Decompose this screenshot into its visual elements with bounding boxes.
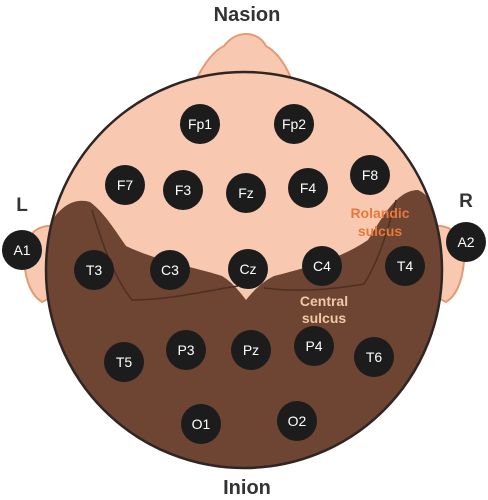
electrode-f8: F8	[350, 155, 390, 195]
svg-text:F4: F4	[300, 180, 317, 196]
electrode-fp1: Fp1	[180, 104, 220, 144]
electrode-c4: C4	[302, 246, 342, 286]
rolandic-sulcus-label-line2: sulcus	[358, 223, 403, 239]
inion-label: Inion	[223, 477, 271, 499]
svg-text:Fz: Fz	[238, 185, 254, 201]
svg-text:Pz: Pz	[243, 342, 259, 358]
svg-text:F7: F7	[117, 177, 134, 193]
svg-text:P4: P4	[305, 338, 322, 354]
svg-text:F8: F8	[362, 167, 379, 183]
electrode-f7: F7	[105, 165, 145, 205]
electrode-fz: Fz	[226, 173, 266, 213]
svg-text:Fp1: Fp1	[188, 116, 212, 132]
electrode-c3: C3	[150, 250, 190, 290]
central-sulcus-label-line2: sulcus	[302, 310, 347, 326]
head-outline	[44, 70, 444, 470]
right-label: R	[459, 191, 473, 212]
svg-text:P3: P3	[177, 342, 194, 358]
nose	[195, 32, 293, 79]
svg-text:Cz: Cz	[239, 261, 256, 277]
electrode-t5: T5	[104, 342, 144, 382]
svg-text:C3: C3	[161, 262, 179, 278]
svg-text:Fp2: Fp2	[282, 116, 306, 132]
rolandic-sulcus-label-line1: Rolandic	[350, 205, 409, 221]
svg-text:T3: T3	[86, 262, 103, 278]
electrode-p3: P3	[166, 330, 206, 370]
svg-text:C4: C4	[313, 258, 331, 274]
electrode-t3: T3	[74, 250, 114, 290]
electrode-t4: T4	[385, 246, 425, 286]
electrode-cz: Cz	[228, 249, 268, 289]
electrode-o1: O1	[181, 404, 221, 444]
svg-text:O2: O2	[288, 413, 307, 429]
electrode-pz: Pz	[231, 330, 271, 370]
svg-text:A2: A2	[457, 234, 474, 250]
svg-text:T6: T6	[366, 349, 383, 365]
electrode-p4: P4	[294, 326, 334, 366]
electrode-a2: A2	[446, 222, 486, 262]
svg-text:T4: T4	[397, 258, 414, 274]
electrode-fp2: Fp2	[274, 104, 314, 144]
electrode-f4: F4	[288, 168, 328, 208]
electrode-a1: A1	[2, 230, 42, 270]
svg-text:T5: T5	[116, 354, 133, 370]
svg-text:O1: O1	[192, 416, 211, 432]
left-label: L	[16, 195, 28, 216]
svg-text:A1: A1	[13, 242, 30, 258]
nasion-label: Nasion	[214, 4, 281, 26]
electrode-f3: F3	[163, 170, 203, 210]
electrode-t6: T6	[354, 337, 394, 377]
central-sulcus-line	[91, 199, 397, 301]
svg-text:F3: F3	[175, 182, 192, 198]
central-sulcus-label-line1: Central	[300, 293, 348, 309]
electrode-o2: O2	[277, 401, 317, 441]
